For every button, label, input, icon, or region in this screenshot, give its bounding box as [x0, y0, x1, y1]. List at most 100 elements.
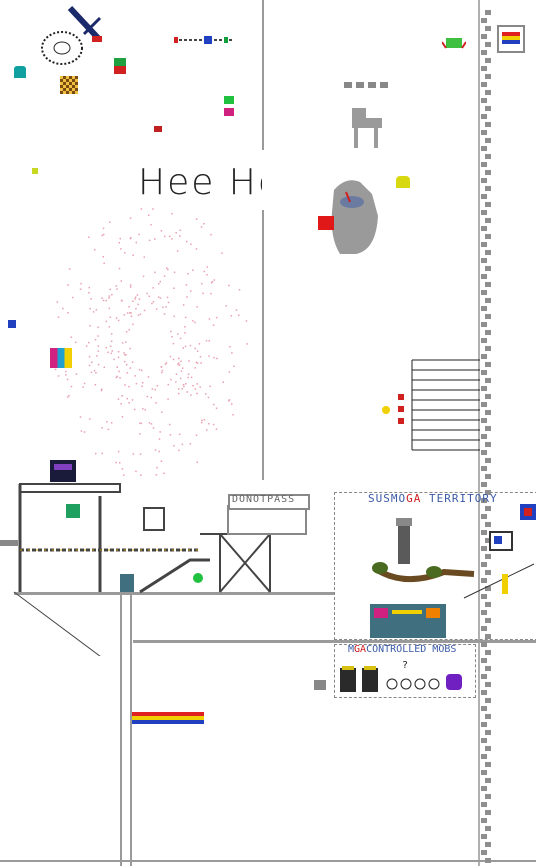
pink-dot [194, 321, 196, 324]
pink-dot [181, 388, 183, 390]
pink-dot [100, 389, 103, 392]
crewmate-icon [481, 530, 487, 535]
pink-dot [201, 419, 203, 422]
pink-dot [65, 374, 67, 376]
crewmate-icon [481, 786, 487, 791]
pink-dot [185, 316, 187, 319]
pink-dot [246, 343, 248, 345]
pink-dot [152, 287, 154, 289]
pink-dot [180, 370, 183, 372]
pink-dot [125, 364, 128, 366]
crewmate-icon [485, 858, 491, 863]
pink-dot [143, 309, 146, 312]
pink-dot [110, 422, 113, 424]
pink-dot [164, 235, 166, 238]
crewmate-icon [481, 514, 487, 519]
pink-dot [70, 336, 73, 338]
pink-dot [79, 416, 82, 418]
pink-dot [222, 381, 224, 383]
pink-dot [79, 288, 82, 290]
pink-dot [194, 347, 196, 350]
sword-icon[interactable] [40, 4, 110, 74]
crewmate-icon [481, 162, 487, 167]
crewmate-icon [481, 146, 487, 151]
pink-dot [88, 341, 90, 344]
pink-dot [140, 474, 142, 476]
pink-dot [107, 351, 109, 354]
pink-dot [103, 366, 105, 368]
pink-dot [154, 388, 156, 391]
crewmate-icon [485, 122, 491, 127]
pink-dot [167, 268, 169, 271]
gray-mob-sprite [314, 680, 326, 690]
crewmate-icon [485, 170, 491, 175]
bottom-line [0, 860, 536, 862]
crewmate-icon [485, 810, 491, 815]
crewmate-icon [481, 578, 487, 583]
controlled-mobs-title: MGACONTROLLED MOBS [348, 644, 456, 655]
pink-dot [129, 286, 132, 288]
pink-dot [200, 226, 203, 228]
robot-icon [442, 38, 466, 49]
pink-dot [135, 241, 137, 244]
pink-dot [91, 361, 93, 363]
pink-dot [93, 369, 96, 372]
pink-dot [212, 324, 215, 326]
pink-dot [102, 227, 105, 230]
pink-dot [189, 443, 192, 445]
pink-dot [118, 267, 121, 270]
pink-dot [109, 345, 112, 347]
pink-dot [200, 362, 202, 364]
pink-dot [132, 323, 134, 326]
pink-dot [173, 271, 176, 274]
pink-dot [179, 337, 182, 340]
pink-dot [171, 336, 173, 338]
pink-dot [128, 305, 130, 308]
pink-dot [121, 468, 124, 470]
crewmate-icon [485, 618, 491, 623]
crewmate-icon [481, 434, 487, 439]
pink-dot [181, 367, 184, 369]
sus-territory-scene [370, 504, 536, 638]
pink-dot [147, 376, 150, 378]
pink-dot [115, 285, 118, 287]
pink-dot [175, 232, 177, 234]
pink-dot [192, 320, 194, 322]
pink-dot [177, 362, 180, 364]
pink-dot [65, 370, 67, 373]
pink-dot [201, 282, 203, 285]
pink-dot [195, 361, 198, 364]
pink-dot [141, 369, 143, 372]
pink-dot [163, 275, 166, 277]
crewmate-icon [481, 258, 487, 263]
pink-dot [134, 375, 136, 377]
crewmate-icon [485, 698, 491, 703]
pink-dot [148, 239, 151, 242]
crewmate-icon [485, 10, 491, 15]
pink-dot [154, 238, 156, 240]
pink-dot [138, 368, 141, 371]
pink-dot [176, 250, 179, 252]
crewmate-icon [481, 754, 487, 759]
pink-dot [190, 376, 193, 379]
pink-dot [130, 312, 132, 314]
crewmate-icon [485, 794, 491, 799]
pink-dot [97, 345, 100, 347]
crewmate-icon [481, 818, 487, 823]
pink-dot [115, 461, 117, 464]
crewmate-icon [481, 82, 487, 87]
pink-dot [89, 418, 91, 420]
pink-dot [140, 422, 143, 425]
top-right-flag-icon [497, 25, 525, 53]
pink-dot [203, 223, 205, 225]
pink-dot [111, 350, 113, 352]
pink-dot [169, 355, 172, 358]
pink-dot [132, 453, 135, 455]
crewmate-icon [481, 226, 487, 231]
scribble-mask [262, 150, 282, 210]
crewmate-icon [481, 674, 487, 679]
pink-dot [94, 384, 97, 386]
pink-dot [117, 356, 120, 359]
crewmate-icon [485, 154, 491, 159]
pink-dot [121, 395, 123, 397]
